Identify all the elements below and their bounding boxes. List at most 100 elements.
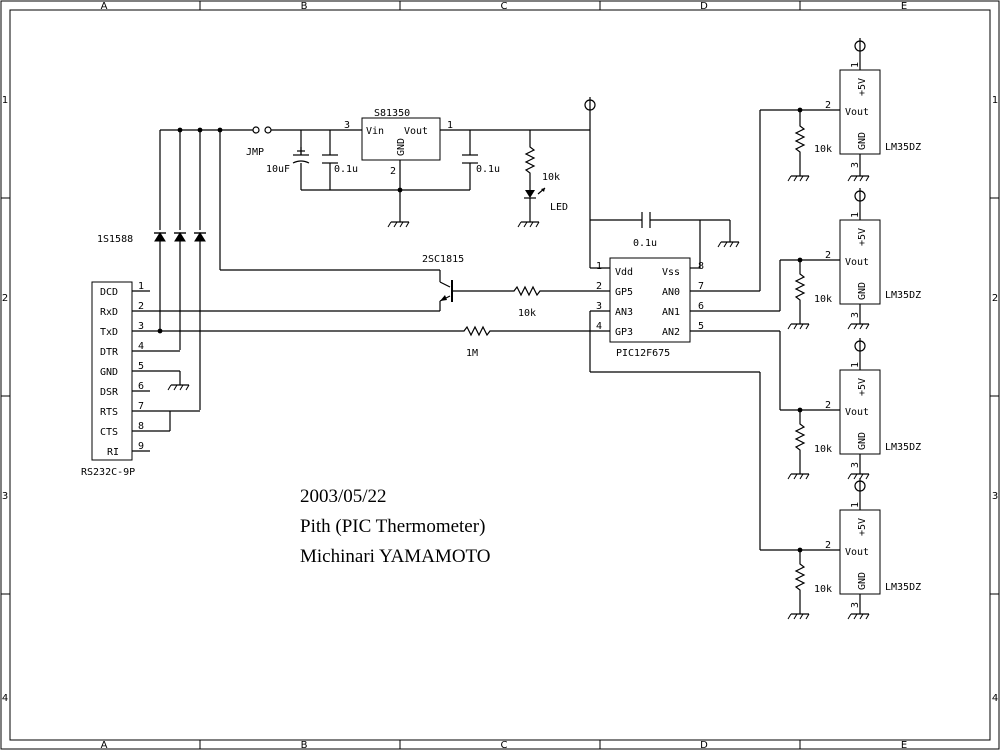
connector-pin-num-5: 5	[138, 361, 144, 372]
sensor-4: +5V Vout GND 1 2 3 LM35DZ 10k	[787, 477, 921, 620]
connector-pin-num-2: 2	[138, 301, 144, 312]
zone-row-3-right: 3	[992, 491, 998, 502]
zone-col-b-bottom: B	[301, 740, 308, 750]
mcu-pin-num-5: 5	[698, 321, 704, 332]
sensor-1-gnd: GND	[857, 132, 868, 150]
sensor-4-gnd: GND	[857, 572, 868, 590]
cap-decoupling-label: 0.1u	[633, 238, 657, 249]
connector-pin-label-rts: RTS	[100, 407, 118, 418]
cap-out-label: 0.1u	[476, 164, 500, 175]
sensor-3-vout: Vout	[845, 407, 869, 418]
zone-row-3-left: 3	[2, 491, 8, 502]
regulator-gnd-label: GND	[396, 138, 407, 156]
regulator-pin-gnd: 2	[390, 166, 396, 177]
sensor-3: +5V Vout GND 1 2 3 LM35DZ 10k	[787, 337, 921, 480]
mcu-pin-label-gp5: GP5	[615, 287, 633, 298]
mcu-pin-label-an3: AN3	[615, 307, 633, 318]
mcu-pic12f675: Vdd GP5 AN3 GP3 Vss AN0 AN1 AN2 1 2 3 4 …	[589, 257, 780, 373]
cap-in-0-1u: 0.1u	[322, 154, 358, 175]
connector-pin-label-ri: RI	[107, 447, 119, 458]
sensor-4-resistor: 10k	[814, 584, 832, 595]
power-rail	[160, 129, 590, 222]
cap-electrolytic-label: 10uF	[266, 164, 290, 175]
title-project: Pith (PIC Thermometer)	[300, 516, 485, 537]
sensor-1-vcc: +5V	[857, 78, 868, 96]
sensor-1: +5V Vout GND 1 2 3 LM35DZ 10k	[787, 37, 921, 182]
sensor-4-pin2: 2	[825, 540, 831, 551]
connector-pin-label-dcd: DCD	[100, 287, 118, 298]
sensor-1-pin3: 3	[850, 162, 861, 168]
cap-out-0-1u: 0.1u	[462, 154, 500, 175]
sensor-2-pin3: 3	[850, 312, 861, 318]
jumper-label: JMP	[246, 147, 264, 158]
sensor-2-vcc: +5V	[857, 228, 868, 246]
mcu-pin-num-7: 7	[698, 281, 704, 292]
sensor-2-resistor: 10k	[814, 294, 832, 305]
regulator-name: S81350	[374, 108, 410, 119]
zone-col-c-bottom: C	[501, 740, 508, 750]
sensor-3-pin1: 1	[850, 362, 861, 368]
transistor-2sc1815: 2SC1815 10k	[219, 130, 590, 319]
connector-pin-num-6: 6	[138, 381, 144, 392]
connector-pin-label-rxd: RxD	[100, 307, 118, 318]
led-resistor-label: 10k	[542, 172, 560, 183]
sensor-1-pin2: 2	[825, 100, 831, 111]
rx-resistor-label: 1M	[466, 348, 478, 359]
zone-col-a-top: A	[101, 1, 108, 12]
sensor-4-vout: Vout	[845, 547, 869, 558]
mcu-pin-num-2: 2	[596, 281, 602, 292]
mcu-pin-label-vdd: Vdd	[615, 267, 633, 278]
sensor-2-name: LM35DZ	[885, 290, 921, 301]
zone-col-e-top: E	[901, 1, 907, 12]
mcu-pin-num-6: 6	[698, 301, 704, 312]
zone-row-1-right: 1	[992, 95, 998, 106]
sensor-1-vout: Vout	[845, 107, 869, 118]
zone-row-4-left: 4	[2, 693, 8, 704]
led-indicator: 10k LED	[517, 142, 568, 228]
connector-pin-label-cts: CTS	[100, 427, 118, 438]
connector-name: RS232C-9P	[81, 467, 135, 478]
connector-pin-label-dtr: DTR	[100, 347, 119, 358]
vdd-symbol	[584, 96, 596, 268]
sensor-3-vcc: +5V	[857, 378, 868, 396]
mcu-pin-label-an0: AN0	[662, 287, 680, 298]
diodes-1s1588: 1S1588	[97, 127, 223, 410]
cap-decoupling-0-1u: 0.1u	[590, 212, 740, 268]
cap-electrolytic-10uf: 10uF	[266, 147, 310, 175]
connector-pin-num-7: 7	[138, 401, 144, 412]
connector-pin-label-dsr: DSR	[100, 387, 119, 398]
cap-in-label: 0.1u	[334, 164, 358, 175]
sensor-1-resistor: 10k	[814, 144, 832, 155]
connector-pin-num-9: 9	[138, 441, 144, 452]
mcu-pin-num-4: 4	[596, 321, 602, 332]
zone-row-4-right: 4	[992, 693, 998, 704]
sensor-2-gnd: GND	[857, 282, 868, 300]
mcu-pin-label-an2: AN2	[662, 327, 680, 338]
connector-pin-num-4: 4	[138, 341, 144, 352]
zone-row-2-left: 2	[2, 293, 8, 304]
mcu-pin-label-an1: AN1	[662, 307, 680, 318]
regulator-vout-label: Vout	[404, 126, 428, 137]
regulator-vin-label: Vin	[366, 126, 384, 137]
regulator-pin-in: 3	[344, 120, 350, 131]
sensor-3-pin3: 3	[850, 462, 861, 468]
sensor-2-vout: Vout	[845, 257, 869, 268]
sensor-1-name: LM35DZ	[885, 142, 921, 153]
zone-col-b-top: B	[301, 1, 308, 12]
connector-pin-num-8: 8	[138, 421, 144, 432]
jumper-jmp: JMP	[246, 126, 272, 158]
zone-col-d-bottom: D	[700, 740, 708, 750]
sensor-2: +5V Vout GND 1 2 3 LM35DZ 10k	[787, 187, 921, 330]
regulator-s81350: S81350 Vin Vout GND 3 1 2	[344, 108, 453, 228]
zone-col-c-top: C	[501, 1, 508, 12]
mcu-pin-label-vss: Vss	[662, 267, 680, 278]
connector-pin-label-gnd: GND	[100, 367, 118, 378]
sensor-2-pin2: 2	[825, 250, 831, 261]
zone-col-d-top: D	[700, 1, 708, 12]
sensor-1-pin1: 1	[850, 62, 861, 68]
rs232c-connector: DCD RxD TxD DTR GND DSR RTS CTS RI 1 2 3…	[81, 281, 590, 478]
zone-row-1-left: 1	[2, 95, 8, 106]
sensor-4-vcc: +5V	[857, 518, 868, 536]
zone-col-e-bottom: E	[901, 740, 907, 750]
